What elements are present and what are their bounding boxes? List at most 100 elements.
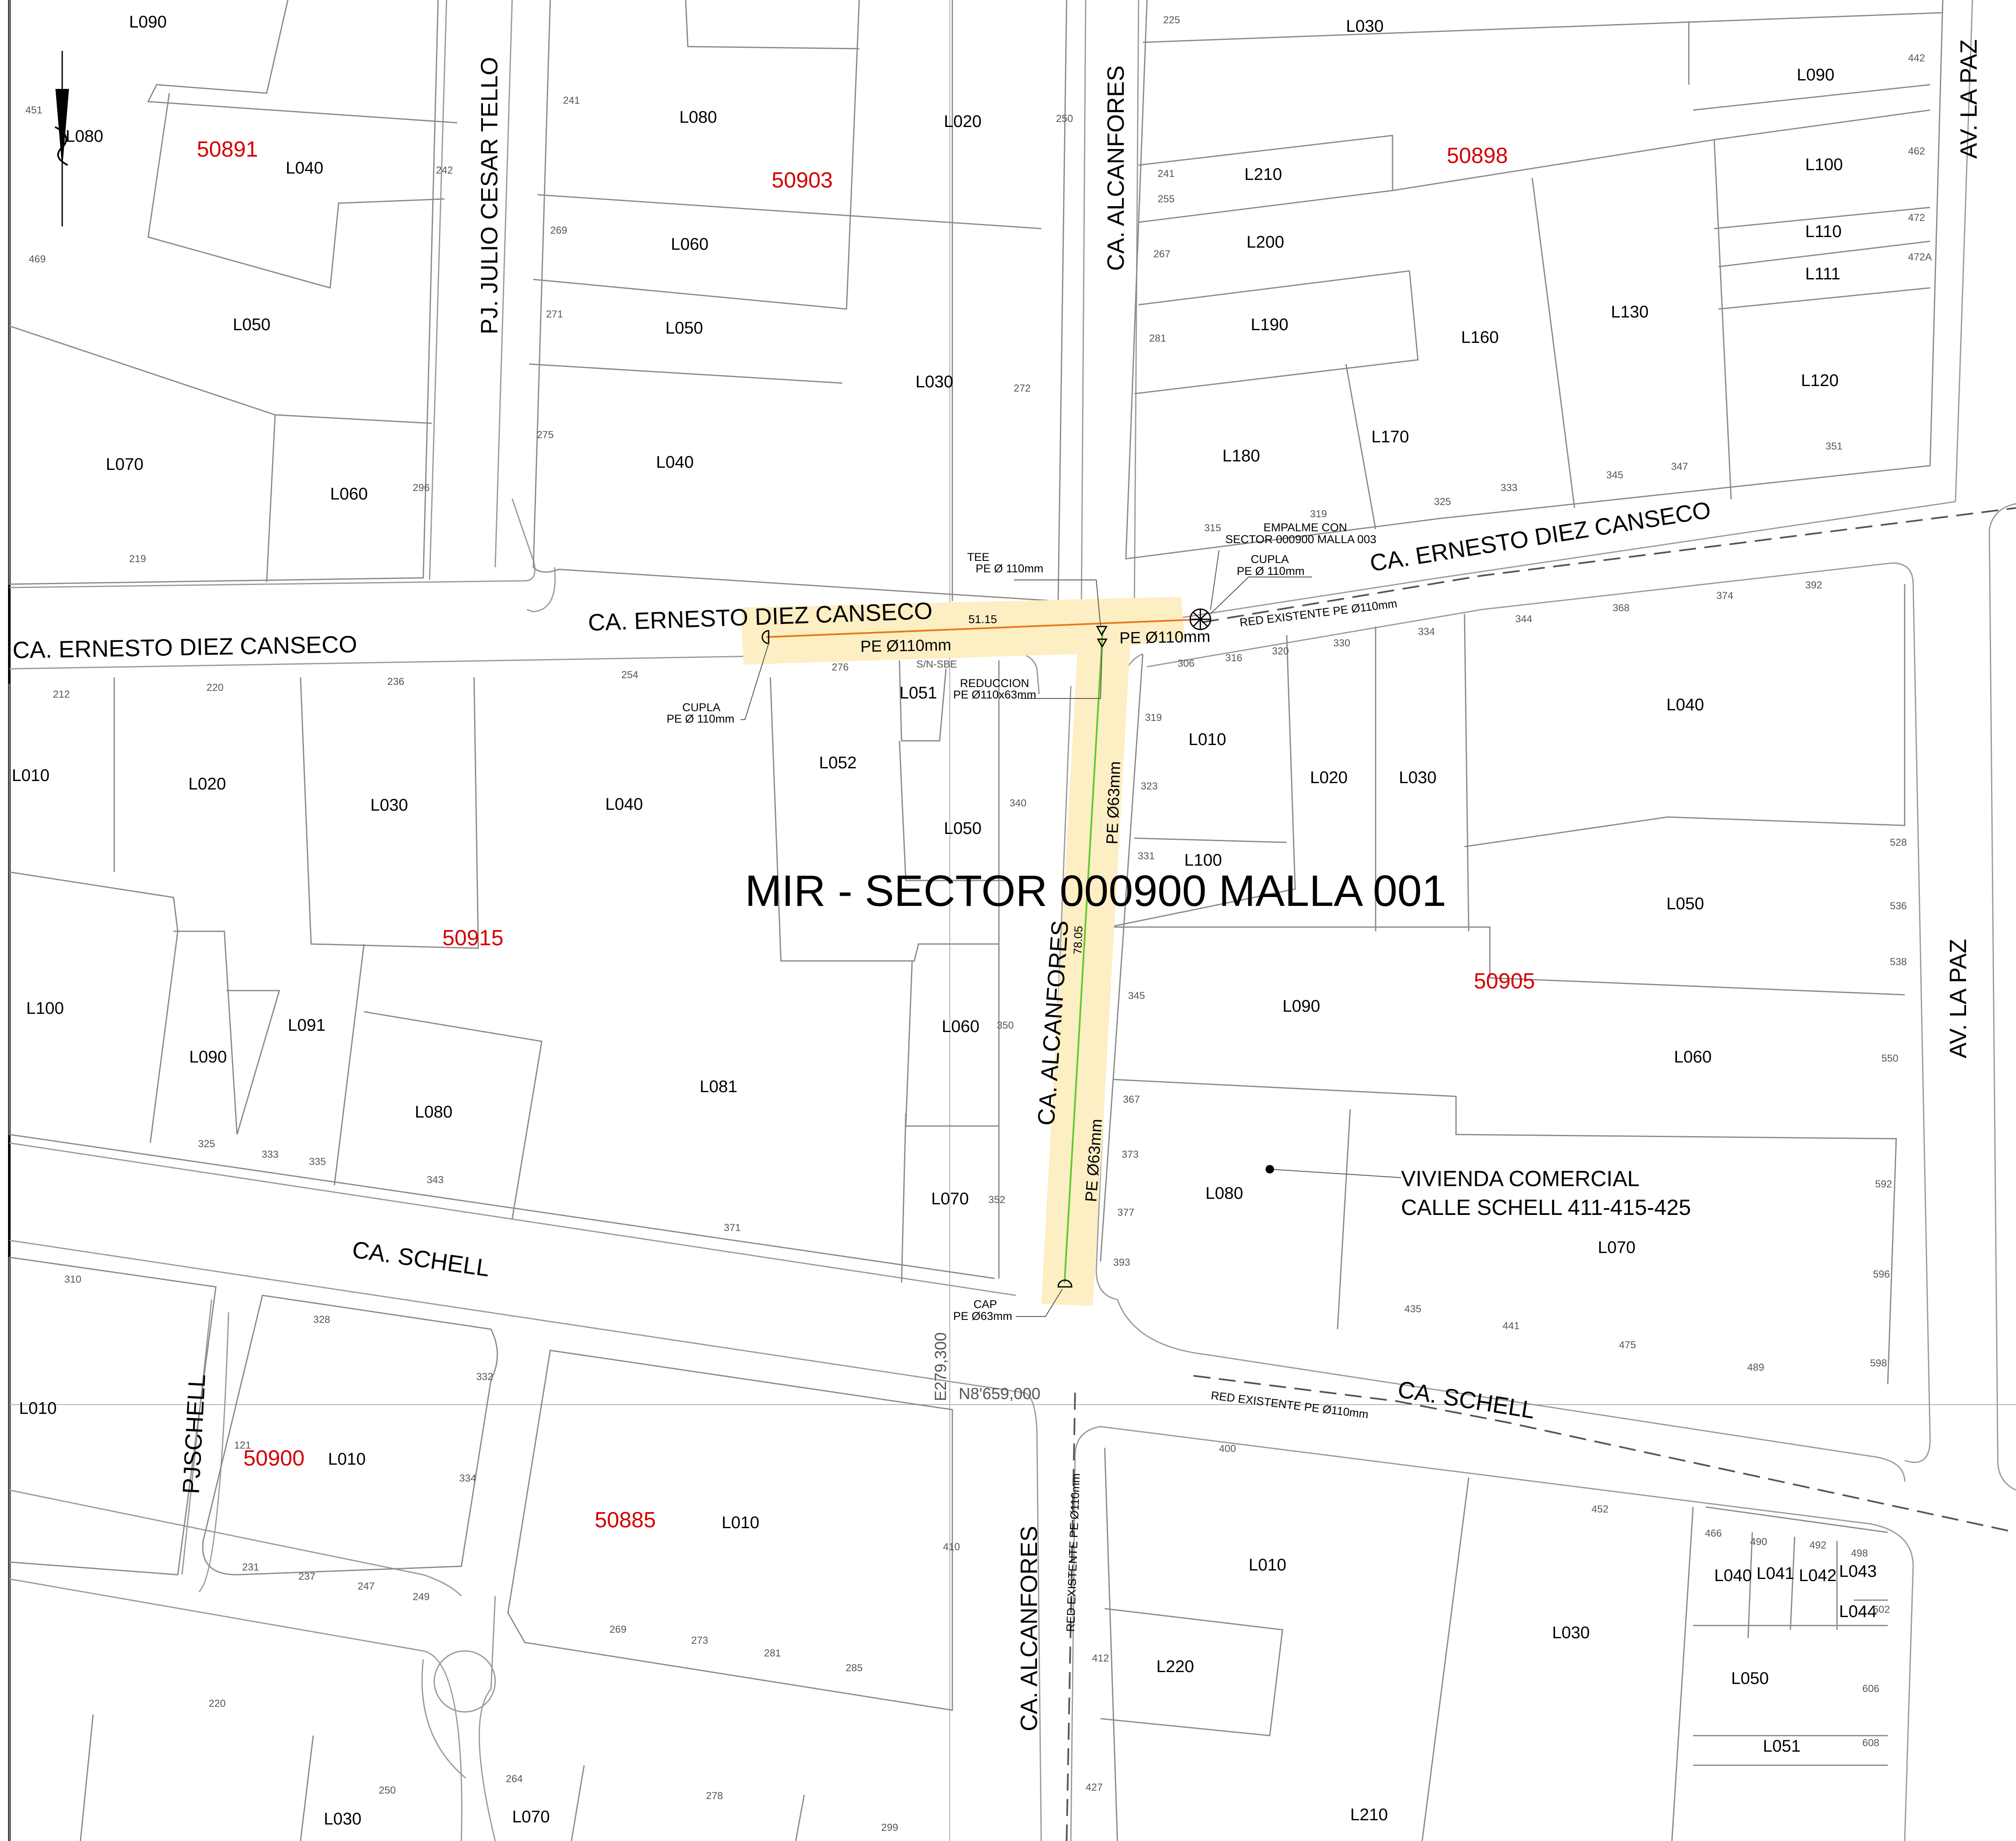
svg-text:212: 212 <box>53 689 70 700</box>
lot-label: L090 <box>1282 997 1320 1016</box>
lot-label: L180 <box>1222 447 1260 465</box>
svg-text:441: 441 <box>1503 1320 1520 1332</box>
lot-label: L080 <box>679 108 717 127</box>
svg-text:241: 241 <box>563 95 580 106</box>
svg-text:608: 608 <box>1862 1737 1879 1749</box>
svg-text:472A: 472A <box>1908 251 1932 263</box>
street-name: AV. LA PAZ <box>1955 39 1982 159</box>
svg-text:231: 231 <box>242 1562 259 1573</box>
cupla-west-icon <box>761 630 769 644</box>
svg-text:331: 331 <box>1138 850 1155 862</box>
svg-text:121: 121 <box>234 1440 251 1451</box>
lot-label: L050 <box>665 319 703 337</box>
lot-label: L010 <box>1249 1556 1286 1574</box>
svg-text:347: 347 <box>1671 461 1688 472</box>
lot-label: L080 <box>415 1103 452 1121</box>
street-name: CA. ALCANFORES <box>1015 1526 1042 1731</box>
svg-text:225: 225 <box>1163 14 1180 26</box>
svg-text:472: 472 <box>1908 212 1925 224</box>
leader-lines <box>741 550 1401 1317</box>
vivienda-marker <box>1266 1165 1274 1173</box>
lot-label: L040 <box>1666 696 1704 714</box>
svg-text:550: 550 <box>1881 1053 1898 1064</box>
reduction-icon <box>1097 638 1108 649</box>
branch-pipe-63 <box>1064 630 1103 1283</box>
svg-text:278: 278 <box>706 1790 723 1802</box>
svg-text:344: 344 <box>1515 613 1532 625</box>
pipe-diameter-label: PE Ø110mm <box>1119 628 1210 647</box>
lot-label: L160 <box>1461 328 1499 347</box>
tee-icon <box>1096 626 1108 637</box>
empalme-label: SECTOR 000900 MALLA 003 <box>1225 533 1376 546</box>
vivienda-label: CALLE SCHELL 411-415-425 <box>1401 1195 1691 1220</box>
svg-text:352: 352 <box>988 1194 1005 1206</box>
svg-text:328: 328 <box>313 1314 330 1325</box>
tee-label: PE Ø 110mm <box>976 562 1043 575</box>
svg-text:306: 306 <box>1178 658 1194 669</box>
svg-text:489: 489 <box>1747 1362 1764 1373</box>
svg-text:281: 281 <box>764 1648 781 1659</box>
svg-text:269: 269 <box>550 225 567 236</box>
lot-label: L010 <box>722 1513 759 1532</box>
lot-label: L051 <box>1763 1737 1801 1755</box>
lot-label: L040 <box>286 159 323 177</box>
lot-label: L090 <box>1797 66 1834 84</box>
svg-text:400: 400 <box>1219 1443 1236 1455</box>
svg-text:250: 250 <box>379 1785 396 1796</box>
svg-text:334: 334 <box>1418 626 1435 638</box>
street-name: PJSCHELL <box>177 1373 210 1494</box>
lot-label: L010 <box>328 1450 366 1468</box>
reduction-label: PE Ø110x63mm <box>953 688 1036 701</box>
lot-label: L120 <box>1801 371 1839 390</box>
cap-label: CAP <box>974 1298 997 1311</box>
svg-text:219: 219 <box>129 553 146 565</box>
lot-label: L020 <box>188 775 226 793</box>
cap-icon <box>1057 1279 1073 1288</box>
svg-text:435: 435 <box>1404 1303 1421 1315</box>
empalme-label: EMPALME CON <box>1263 521 1347 534</box>
svg-text:592: 592 <box>1875 1179 1892 1190</box>
block-number: 50915 <box>442 926 504 950</box>
lot-label: L030 <box>370 796 408 814</box>
lot-label: L050 <box>1731 1669 1769 1688</box>
svg-text:392: 392 <box>1805 580 1822 591</box>
svg-text:254: 254 <box>621 669 638 681</box>
svg-text:237: 237 <box>298 1571 315 1582</box>
svg-text:275: 275 <box>537 429 554 441</box>
lot-label: L060 <box>1674 1048 1712 1066</box>
svg-text:299: 299 <box>881 1822 898 1833</box>
lot-label: L100 <box>26 999 64 1018</box>
svg-text:296: 296 <box>413 482 430 494</box>
svg-text:273: 273 <box>691 1635 708 1646</box>
lot-label: L040 <box>656 453 694 472</box>
easting-label: E279,300 <box>932 1332 950 1401</box>
svg-text:315: 315 <box>1204 522 1221 534</box>
pipe-diameter-label: PE Ø110mm <box>860 636 951 656</box>
block-number: 50903 <box>772 168 833 193</box>
lot-label: L090 <box>189 1048 227 1066</box>
lot-label: L050 <box>233 315 270 334</box>
street-name: CA. ALCANFORES <box>1102 66 1129 271</box>
svg-text:241: 241 <box>1158 168 1175 179</box>
svg-text:333: 333 <box>1500 482 1517 494</box>
pipe-length-label: 51.15 <box>968 613 997 626</box>
svg-text:316: 316 <box>1225 652 1242 664</box>
svg-text:272: 272 <box>1014 383 1031 394</box>
svg-text:498: 498 <box>1851 1548 1868 1559</box>
lot-label: L060 <box>671 235 709 254</box>
lot-label: L130 <box>1611 303 1649 321</box>
svg-text:502: 502 <box>1873 1604 1890 1615</box>
lot-label: L050 <box>1666 894 1704 913</box>
northing-label: N8'659,000 <box>959 1385 1040 1403</box>
svg-text:367: 367 <box>1123 1094 1140 1105</box>
lot-label: L111 <box>1805 265 1840 283</box>
svg-text:452: 452 <box>1591 1504 1608 1515</box>
lot-label: L042 <box>1799 1566 1837 1585</box>
svg-text:340: 340 <box>1009 798 1026 809</box>
svg-text:323: 323 <box>1141 781 1158 792</box>
sn-sbe-label: S/N-SBE <box>916 659 957 670</box>
cupla-west-label: CUPLA <box>682 701 720 714</box>
lot-label: L040 <box>605 795 643 814</box>
lot-label: L210 <box>1350 1805 1388 1824</box>
